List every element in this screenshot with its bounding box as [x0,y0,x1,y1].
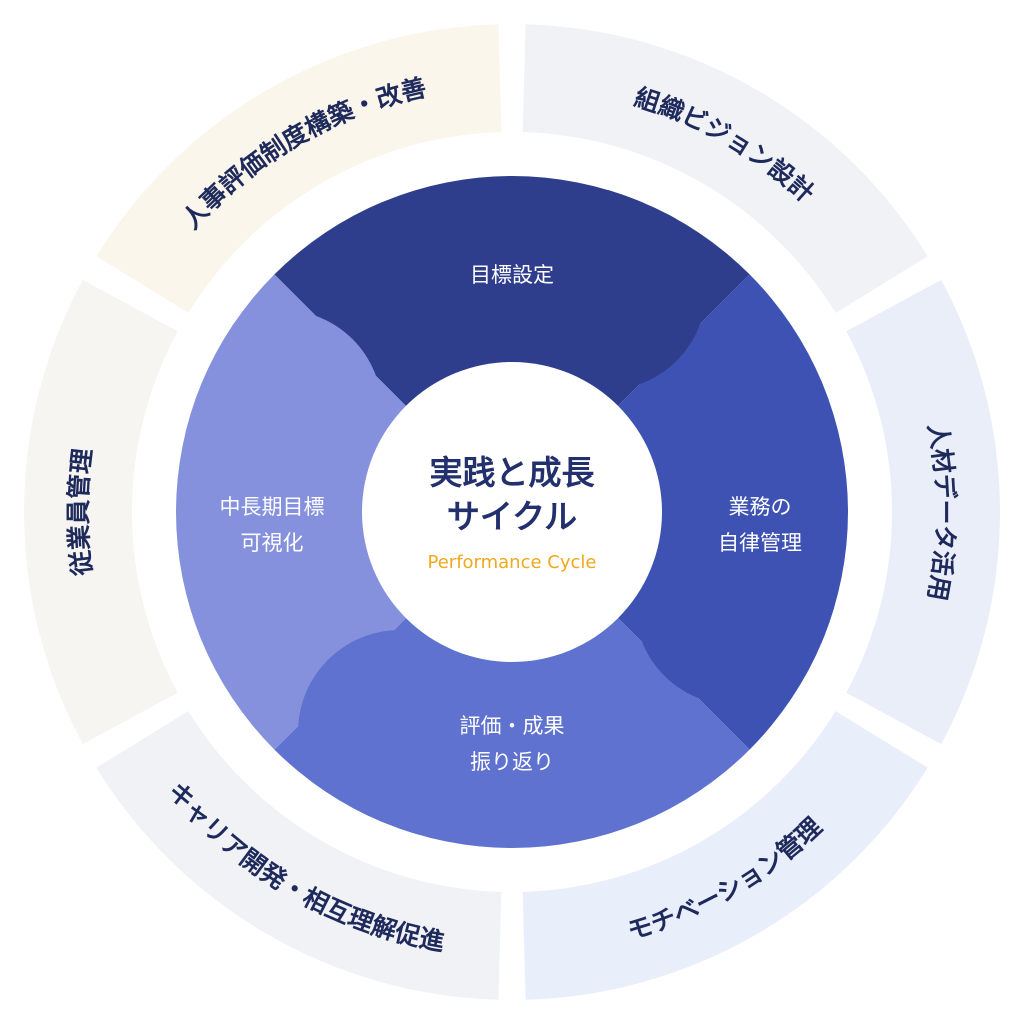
outer-segment-motivation [522,711,928,1000]
cycle-disc [176,176,848,848]
outer-label-employee-mgmt: 従業員管理 [64,447,97,578]
cycle-lobe-evaluation [298,630,502,834]
step-label-autonomous-work: 業務の自律管理 [718,495,802,555]
center-title-line2: サイクル [447,497,577,536]
outer-segment-evaluation-system [96,24,502,313]
center-circle [362,362,662,662]
outer-ring [24,24,1000,1000]
step-label-long-term-goals: 中長期目標可視化 [220,495,325,555]
cycle-lobe-autonomous-work [635,505,835,705]
center-title-line1: 実践と成長 [430,453,596,492]
center-subtitle: Performance Cycle [428,552,597,573]
step-label-goal-setting: 目標設定 [470,263,554,287]
outer-segment-employee-mgmt [24,279,178,745]
cycle-lobe-long-term-goals [182,310,382,510]
cycle-lobe-goal-setting [506,190,706,390]
outer-segment-vision [522,24,928,313]
outer-segment-hr-data [846,279,1000,745]
step-label-evaluation: 評価・成果振り返り [460,714,565,774]
outer-segment-career [96,711,502,1000]
